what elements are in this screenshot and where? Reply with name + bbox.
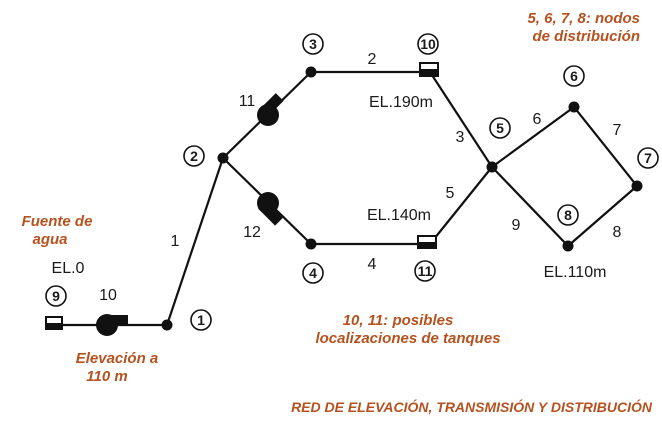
pipe-2-label: 2 (368, 51, 377, 68)
node-label-2: 2 (183, 145, 205, 167)
node-label-1: 1 (190, 309, 212, 331)
elevation-node-8-label: EL.110m (544, 264, 607, 281)
reservoir-9-icon (45, 316, 63, 330)
water-source-note-line2: agua (32, 231, 67, 248)
svg-text:1: 1 (197, 312, 205, 328)
junction-4-dot (305, 238, 317, 250)
tank-locations-note-line2: localizaciones de tanques (315, 330, 500, 347)
node-label-3: 3 (302, 33, 324, 55)
node-label-9: 9 (45, 285, 67, 307)
junction-1-dot (161, 319, 173, 331)
svg-text:11: 11 (418, 263, 433, 279)
distribution-nodes-note-line1: 5, 6, 7, 8: nodos (527, 10, 640, 27)
junction-8-dot (562, 240, 574, 252)
pipe-3-label: 3 (456, 129, 465, 146)
node-label-7: 7 (637, 147, 659, 169)
pipe-1-label: 1 (171, 233, 180, 250)
elevation-source-label: EL.0 (52, 260, 85, 277)
diagram-title: RED DE ELEVACIÓN, TRANSMISIÓN Y DISTRIBU… (291, 398, 653, 415)
node-label-6: 6 (563, 65, 585, 87)
pump-12-icon (257, 192, 283, 226)
elevation-note-line1: Elevación a (76, 350, 159, 367)
junction-6-dot (568, 101, 580, 113)
svg-text:9: 9 (52, 288, 60, 304)
junction-3-dot (305, 66, 317, 78)
node-label-4: 4 (302, 262, 324, 284)
pipe-8-label: 8 (613, 224, 622, 241)
tank-11-icon (417, 235, 437, 249)
node-label-5: 5 (489, 117, 511, 139)
pipe-1-line (165, 157, 225, 326)
pipe-6-line (491, 106, 575, 168)
elevation-node-10-label: EL.190m (369, 94, 433, 111)
distribution-nodes-note-line2: de distribución (532, 28, 640, 45)
svg-text:7: 7 (644, 150, 652, 166)
pipe-11-label: 11 (239, 93, 256, 110)
pipe-8-line (567, 185, 638, 247)
junction-5-dot (486, 161, 498, 173)
pipe-6-label: 6 (533, 111, 542, 128)
pipe-5-line (429, 166, 493, 245)
pipe-12-label: 12 (243, 224, 261, 241)
node-label-11: 11 (414, 260, 436, 282)
pipe-10-label: 10 (99, 287, 117, 304)
pipe-9-label: 9 (512, 217, 521, 234)
svg-text:6: 6 (570, 68, 578, 84)
pump-11-icon (257, 93, 284, 126)
svg-text:2: 2 (190, 148, 198, 164)
tank-locations-note-line1: 10, 11: posibles (343, 312, 454, 329)
pipe-3-line (429, 71, 493, 168)
svg-text:10: 10 (420, 36, 436, 52)
tank-10-icon (419, 62, 439, 77)
pipe-7-label: 7 (613, 122, 622, 139)
water-source-note-line1: Fuente de (22, 213, 93, 230)
elevation-node-11-label: EL.140m (367, 207, 431, 224)
node-label-10: 10 (417, 33, 439, 55)
pipe-9-line (491, 166, 569, 247)
pipe-4-label: 4 (368, 256, 377, 273)
svg-text:4: 4 (309, 265, 317, 281)
pipe-7-line (573, 106, 638, 187)
elevation-note-line2: 110 m (86, 368, 127, 385)
junction-2-dot (217, 152, 229, 164)
junction-7-dot (631, 180, 643, 192)
pump-10-icon (96, 314, 128, 336)
svg-text:8: 8 (564, 207, 572, 223)
svg-text:3: 3 (309, 36, 317, 52)
svg-text:5: 5 (496, 120, 504, 136)
node-label-8: 8 (557, 204, 579, 226)
pipe-5-label: 5 (446, 185, 455, 202)
